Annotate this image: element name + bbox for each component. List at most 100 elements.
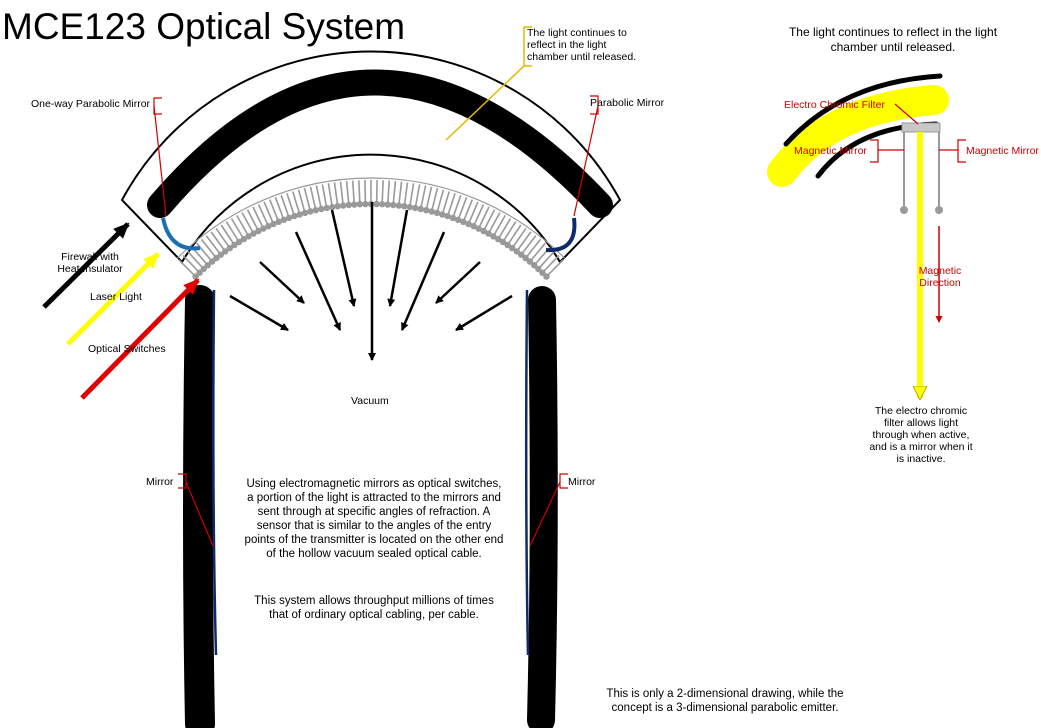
optical-switch [511, 227, 527, 249]
cable-wall-right [527, 286, 558, 728]
optical-switch-knob [444, 212, 451, 220]
optical-switch [345, 181, 350, 206]
optical-switch-knob [307, 208, 314, 215]
optical-switch-knob [395, 202, 402, 209]
optical-switch [516, 231, 532, 252]
optical-switch [241, 212, 255, 234]
optical-switch [430, 188, 439, 212]
optical-switch-knob [265, 223, 272, 230]
optical-switch [409, 183, 415, 208]
parabolic-reflector-arc [147, 69, 613, 218]
light-continues-callout-bracket [523, 26, 532, 67]
optical-switch-knob [345, 201, 352, 209]
magnetic-mirror-right-knob [935, 206, 943, 214]
light-direction-arrows [229, 202, 513, 361]
label-parabolic-mirror: Parabolic Mirror [590, 97, 665, 109]
optical-switch [297, 189, 306, 214]
optical-switch [462, 199, 474, 223]
optical-switch-knob [291, 212, 298, 220]
optical-switch-knob [439, 211, 446, 218]
optical-switch [529, 242, 546, 263]
optical-switch-knob [301, 209, 309, 217]
optical-switch [309, 186, 317, 211]
detail-illustration [767, 73, 966, 398]
optical-switch-knob [204, 262, 211, 269]
optical-switch-knob [362, 200, 369, 208]
optical-switch-knob [480, 227, 487, 235]
optical-switch [196, 242, 213, 263]
optical-switch [492, 215, 506, 237]
optical-switch-knob [250, 230, 257, 237]
optical-switch [200, 238, 218, 259]
optical-switch-knob [240, 235, 247, 243]
optical-switch-knob [192, 273, 199, 280]
optical-switch [339, 181, 344, 206]
optical-switch [321, 184, 328, 209]
parabolic-mirror-right [545, 217, 577, 253]
optical-switch [446, 193, 456, 217]
optical-switch [236, 215, 250, 237]
optical-switch [524, 238, 542, 259]
optical-switch-knob [499, 238, 507, 246]
optical-switch [457, 197, 468, 221]
optical-switch [246, 209, 260, 232]
optical-switch [487, 212, 501, 234]
label-mirror-left: Mirror [146, 476, 174, 488]
optical-switch [186, 250, 205, 270]
optical-switch-knob [196, 269, 203, 276]
label-magnetic-mirror-left: Magnetic Mirror [794, 145, 867, 157]
optical-switch [520, 235, 537, 256]
red-callout-lines [153, 95, 599, 547]
optical-switch [182, 254, 201, 274]
optical-switch [225, 221, 240, 243]
optical-switch [392, 181, 397, 206]
optical-switch-knob [449, 214, 457, 222]
optical-switch [358, 180, 361, 205]
optical-switch [482, 209, 496, 232]
detail-callout-lines [870, 103, 966, 163]
optical-switch-knob [373, 200, 380, 208]
optical-switch [436, 189, 445, 214]
optical-switch-knob [470, 223, 477, 230]
detail-outer-arc [783, 73, 943, 147]
optical-switch-knob [378, 201, 386, 208]
optical-switch-knob [200, 265, 207, 273]
optical-switch [497, 218, 512, 240]
optical-switch-knob [235, 238, 243, 246]
optical-switch-knob [390, 201, 397, 209]
label-magnetic-direction: Magnetic Direction [918, 265, 962, 289]
cable-mirror-right [524, 289, 530, 656]
optical-switch [220, 224, 236, 246]
optical-switch [252, 206, 265, 229]
cable-mirror-left [212, 289, 218, 656]
optical-switch-knob [522, 254, 529, 262]
optical-switch-knob [423, 207, 430, 214]
label-mirror-right: Mirror [568, 476, 596, 488]
firewall-arrow [42, 222, 130, 309]
optical-switch-knob [296, 211, 303, 218]
optical-switch-knob [543, 273, 550, 280]
optical-switch-knob [406, 203, 413, 211]
optical-switch-knob [526, 258, 534, 265]
optical-switch-knob [485, 230, 492, 237]
optical-switch-knob [213, 254, 220, 262]
optical-switch-knob [280, 216, 288, 223]
light-continues-leader [445, 65, 525, 141]
optical-switch-knob [334, 203, 341, 210]
optical-switch-knob [513, 248, 520, 255]
optical-switch [381, 180, 384, 205]
detail-heading: The light continues to reflect in the li… [788, 25, 998, 54]
optical-switch [286, 193, 296, 217]
optical-switch [327, 183, 333, 208]
label-laser-light: Laser Light [90, 291, 142, 303]
optical-switch [303, 188, 312, 212]
optical-switch-knob [539, 269, 546, 276]
optical-switch-knob [312, 207, 319, 214]
optical-switch [425, 186, 433, 211]
optical-switch-knob [490, 233, 497, 240]
optical-switch-knob [356, 201, 364, 208]
label-optical-switches: Optical Switches [88, 343, 166, 355]
optical-switch [351, 180, 356, 205]
optical-switch [274, 197, 285, 221]
